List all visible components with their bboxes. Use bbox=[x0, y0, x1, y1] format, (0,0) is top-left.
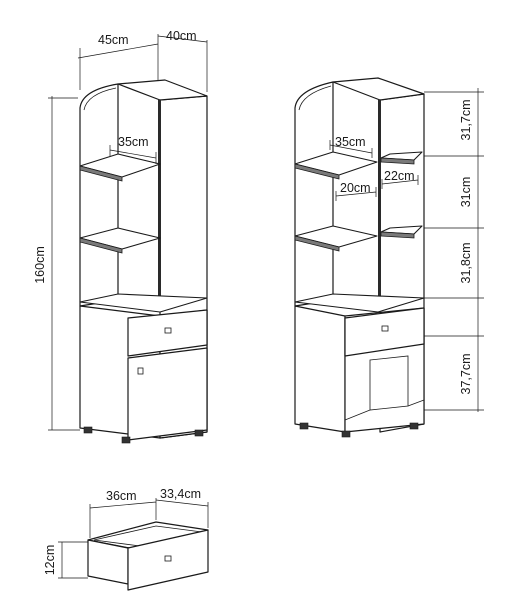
dim-shelf-lines bbox=[109, 145, 157, 164]
open-shelf-middle-left-edge bbox=[294, 235, 340, 252]
drawer-detail-knob bbox=[164, 555, 172, 562]
drawer-dim-height-label: 12cm bbox=[43, 545, 57, 576]
drawer-left-side bbox=[87, 539, 129, 585]
drawer-dim-depth-label: 33,4cm bbox=[160, 487, 201, 501]
cabinet-closed: 45cm 40cm 160cm 35cm bbox=[33, 29, 208, 444]
dim-width-lines bbox=[77, 34, 159, 90]
open-dim-section-2-label: 31cm bbox=[459, 177, 473, 208]
drawer-front-panel bbox=[127, 529, 209, 591]
drawer-dim-width-label: 36cm bbox=[106, 489, 137, 503]
cabinet-front-edge-dark bbox=[158, 100, 161, 310]
open-shelf-middle-right-edge bbox=[380, 231, 415, 239]
foot-right bbox=[194, 429, 204, 437]
open-foot-left bbox=[299, 422, 309, 430]
open-cabinet-top bbox=[332, 77, 425, 101]
drawer-dim-height-lines bbox=[58, 541, 88, 579]
open-dim-inner-right-label: 22cm bbox=[384, 169, 415, 183]
shelf-upper-edge bbox=[79, 165, 123, 182]
door-knob bbox=[137, 367, 144, 375]
open-cabinet-curved-side bbox=[294, 81, 334, 307]
cabinet-top bbox=[117, 79, 208, 101]
drawer-detail: 36cm 33,4cm 12cm bbox=[43, 487, 209, 591]
drawer-dim-width-lines bbox=[89, 498, 157, 538]
open-cabinet-partition-dark bbox=[378, 100, 381, 310]
open-dim-inner-left-lines bbox=[335, 187, 377, 201]
cabinet-open: 35cm 20cm 22cm 31,7cm 31cm 31,8cm 37,7cm bbox=[294, 77, 484, 438]
dim-shelf-label: 35cm bbox=[118, 135, 149, 149]
dim-depth-lines bbox=[157, 35, 208, 92]
open-foot-front bbox=[341, 430, 351, 438]
drawer-knob bbox=[164, 327, 172, 334]
open-dim-shelf-label: 35cm bbox=[335, 135, 366, 149]
shelf-middle-edge bbox=[79, 237, 123, 254]
dim-height-lines bbox=[48, 96, 80, 431]
dim-depth-label: 40cm bbox=[166, 29, 197, 43]
open-drawer-front bbox=[344, 307, 425, 357]
cabinet-curved-side bbox=[79, 83, 119, 307]
foot-left bbox=[83, 426, 93, 434]
drawer-dim-depth-lines bbox=[155, 499, 209, 528]
open-drawer-knob bbox=[381, 325, 389, 332]
dim-width-label: 45cm bbox=[98, 33, 129, 47]
open-dim-section-3-label: 31,8cm bbox=[459, 243, 473, 284]
open-base-left bbox=[294, 305, 346, 433]
open-dim-inner-left-label: 20cm bbox=[340, 181, 371, 195]
cabinet-curve-inner bbox=[83, 87, 117, 111]
open-dim-section-4-label: 37,7cm bbox=[459, 354, 473, 395]
foot-front bbox=[121, 436, 131, 444]
open-foot-right bbox=[409, 422, 419, 430]
cabinet-door bbox=[127, 347, 208, 441]
open-shelf-upper-left-edge bbox=[294, 163, 340, 180]
dim-height-label: 160cm bbox=[33, 246, 47, 284]
open-dim-section-1-label: 31,7cm bbox=[459, 100, 473, 141]
open-shelf-upper-right-edge bbox=[380, 157, 415, 165]
base-top bbox=[79, 293, 208, 313]
open-dim-section-lines bbox=[424, 88, 484, 412]
open-bottom-niche-edges bbox=[344, 399, 425, 421]
open-dim-inner-right-lines bbox=[381, 175, 419, 189]
open-cabinet-curve-inner bbox=[298, 85, 332, 111]
open-dim-shelf-lines bbox=[329, 140, 373, 158]
